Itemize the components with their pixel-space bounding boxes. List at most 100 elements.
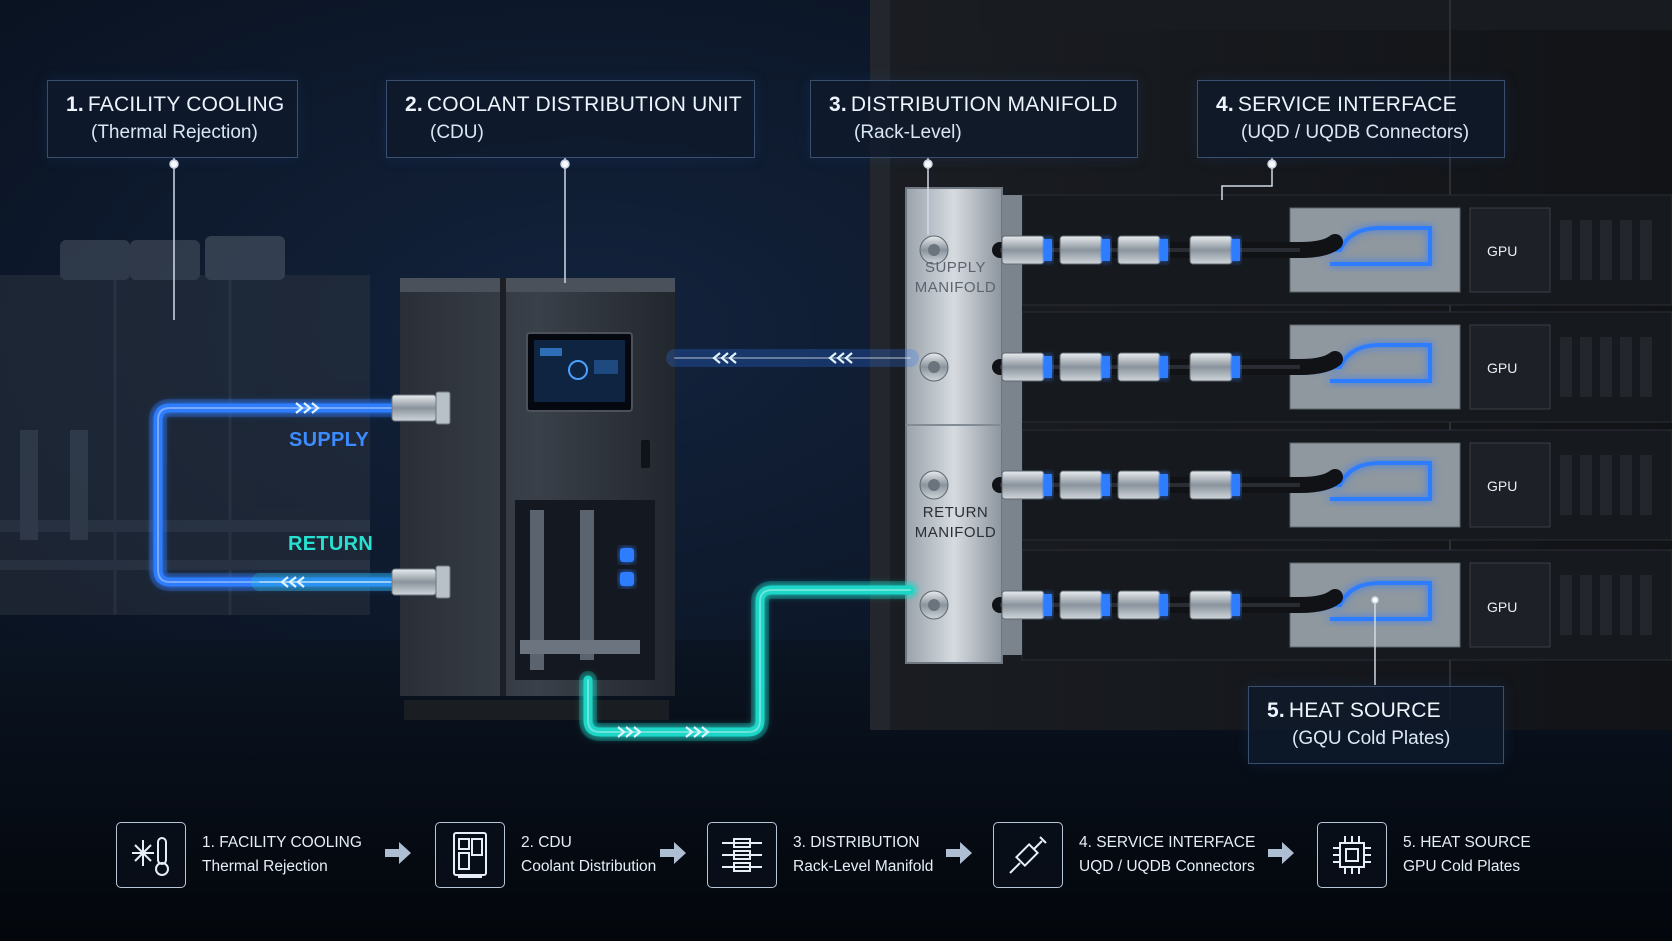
uqd-fitting xyxy=(1189,352,1233,382)
vent-slot xyxy=(1620,220,1632,280)
callout-number: 5. xyxy=(1267,699,1285,722)
return-manifold-label: RETURN MANIFOLD xyxy=(908,503,1003,543)
step-icon-box xyxy=(1317,822,1387,888)
callout-number: 2. xyxy=(405,93,423,116)
uqd-ring xyxy=(1160,474,1168,496)
callout-title: DISTRIBUTION MANIFOLD xyxy=(850,93,1118,116)
rack-hoses xyxy=(919,226,1432,621)
cdu-return-pipe xyxy=(583,585,915,737)
connector-icon xyxy=(1009,836,1047,874)
callout-title: HEAT SOURCE xyxy=(1288,699,1441,722)
uqd-ring xyxy=(1232,474,1240,496)
rack-hose xyxy=(992,589,1343,613)
step-subtitle: GPU Cold Plates xyxy=(1403,858,1521,875)
step-title: 4. SERVICE INTERFACE xyxy=(1079,834,1256,851)
step-subtitle: UQD / UQDB Connectors xyxy=(1079,858,1255,875)
supply-inlet-fitting-nut xyxy=(435,391,451,425)
uqd-fitting xyxy=(1117,352,1161,382)
uqd-fitting xyxy=(1189,235,1233,265)
uqd-fitting xyxy=(1059,470,1103,500)
supply-inlet-fitting xyxy=(391,394,437,422)
uqd-ring xyxy=(1160,239,1168,261)
return-inlet-fitting-nut xyxy=(435,565,451,599)
callout-title: COOLANT DISTRIBUTION UNIT xyxy=(426,93,742,116)
step-icon-box xyxy=(435,822,505,888)
callout-cdu: 2.COOLANT DISTRIBUTION UNIT (CDU) xyxy=(386,80,755,158)
step-subtitle: Rack-Level Manifold xyxy=(793,858,934,875)
manifold-port-core xyxy=(928,479,940,491)
coolant-pipes xyxy=(149,349,919,741)
supply-loop-pipe-highlight xyxy=(157,407,399,583)
callout-number: 4. xyxy=(1216,93,1234,116)
step-cdu: 2. CDU Coolant Distribution xyxy=(435,822,656,888)
vent-slot xyxy=(1620,575,1632,635)
manifold-port-core xyxy=(928,361,940,373)
uqd-ring xyxy=(1044,356,1052,378)
facility-chillers xyxy=(0,236,370,615)
vent-slot xyxy=(1580,575,1592,635)
manifold-icon xyxy=(722,838,762,872)
step-facility-cooling: 1. FACILITY COOLING Thermal Rejection xyxy=(116,822,362,888)
callout-heat-source: 5.HEAT SOURCE (GQU Cold Plates) xyxy=(1248,686,1504,764)
manifold-port-core xyxy=(928,244,940,256)
uqd-ring xyxy=(1044,594,1052,616)
gpu-bay xyxy=(1469,324,1551,410)
leader-lines xyxy=(169,158,1379,685)
uqd-fitting xyxy=(1189,470,1233,500)
uqd-fitting xyxy=(1001,352,1045,382)
vent-slot xyxy=(1620,455,1632,515)
vent-slot xyxy=(1640,337,1652,397)
vent-slot xyxy=(1640,220,1652,280)
gpu-bay xyxy=(1469,207,1551,293)
step-title: 3. DISTRIBUTION xyxy=(793,834,920,851)
callout-subtitle: (CDU) xyxy=(430,122,484,143)
callout-subtitle: (Thermal Rejection) xyxy=(91,122,258,143)
uqd-ring xyxy=(1102,356,1110,378)
gpu-label: GPU xyxy=(1487,243,1518,259)
vent-slot xyxy=(1600,220,1612,280)
vent-slot xyxy=(1600,575,1612,635)
vent-slot xyxy=(1640,575,1652,635)
vent-slot xyxy=(1640,455,1652,515)
vent-slot xyxy=(1560,575,1572,635)
gpu-bay xyxy=(1469,442,1551,528)
flow-chevron-icon xyxy=(685,726,710,738)
flow-chevron-icon xyxy=(617,726,642,738)
cdu-cabinet xyxy=(400,278,675,720)
uqd-fitting xyxy=(1117,590,1161,620)
gpu-label: GPU xyxy=(1487,360,1518,376)
step-subtitle: Coolant Distribution xyxy=(521,858,657,875)
vent-slot xyxy=(1560,220,1572,280)
uqd-fitting xyxy=(1001,470,1045,500)
vent-slot xyxy=(1620,337,1632,397)
step-icon-box xyxy=(707,822,777,888)
uqd-fitting xyxy=(1001,590,1045,620)
chip-icon xyxy=(1333,836,1371,874)
cabinet-icon xyxy=(453,832,487,878)
callout-service-interface: 4.SERVICE INTERFACE (UQD / UQDB Connecto… xyxy=(1197,80,1505,158)
uqd-ring xyxy=(1232,356,1240,378)
uqd-ring xyxy=(1102,474,1110,496)
uqd-ring xyxy=(1044,474,1052,496)
callout-number: 3. xyxy=(829,93,847,116)
uqd-ring xyxy=(1102,594,1110,616)
vent-slot xyxy=(1600,455,1612,515)
step-service-interface: 4. SERVICE INTERFACE UQD / UQDB Connecto… xyxy=(993,822,1255,888)
supply-loop-pipe xyxy=(153,403,403,587)
step-arrow-icon xyxy=(946,842,972,864)
callout-facility-cooling: 1.FACILITY COOLING (Thermal Rejection) xyxy=(47,80,298,158)
callout-subtitle: (GQU Cold Plates) xyxy=(1292,728,1451,749)
step-arrow-icon xyxy=(385,842,411,864)
step-distribution: 3. DISTRIBUTION Rack-Level Manifold xyxy=(707,822,933,888)
uqd-ring xyxy=(1232,594,1240,616)
step-arrow-icon xyxy=(1268,842,1294,864)
callout-subtitle: (Rack-Level) xyxy=(854,122,962,143)
supply-manifold-line2: MANIFOLD xyxy=(914,279,997,296)
uqd-fitting xyxy=(1001,235,1045,265)
uqd-ring xyxy=(1160,594,1168,616)
callout-number: 1. xyxy=(66,93,84,116)
gpu-label: GPU xyxy=(1487,599,1518,615)
return-flow-label: RETURN xyxy=(288,533,374,555)
uqd-ring xyxy=(1160,356,1168,378)
uqd-fitting xyxy=(1059,590,1103,620)
